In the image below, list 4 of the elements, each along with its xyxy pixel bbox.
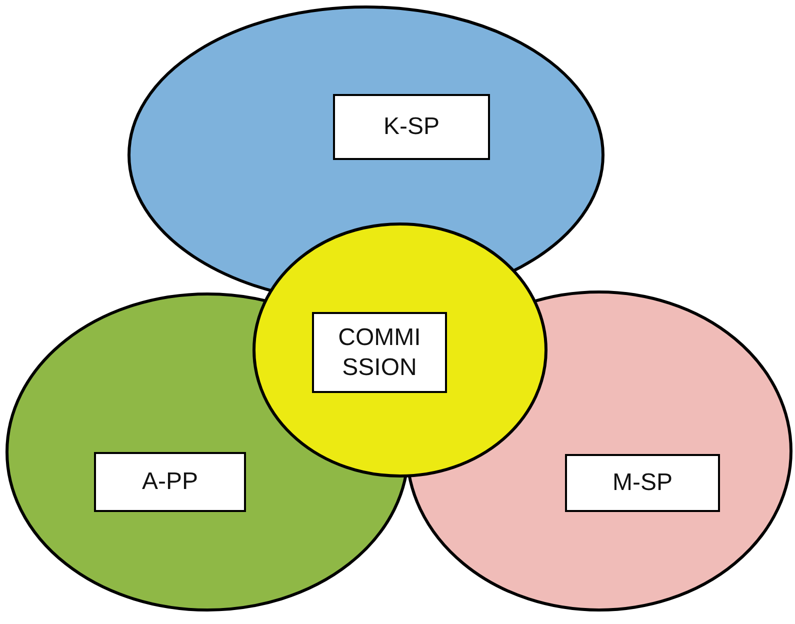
text-box: COMMI SSION [312,312,447,393]
text-box: K-SP [333,94,490,160]
text-box: M-SP [565,454,720,512]
text-box: A-PP [94,452,246,512]
